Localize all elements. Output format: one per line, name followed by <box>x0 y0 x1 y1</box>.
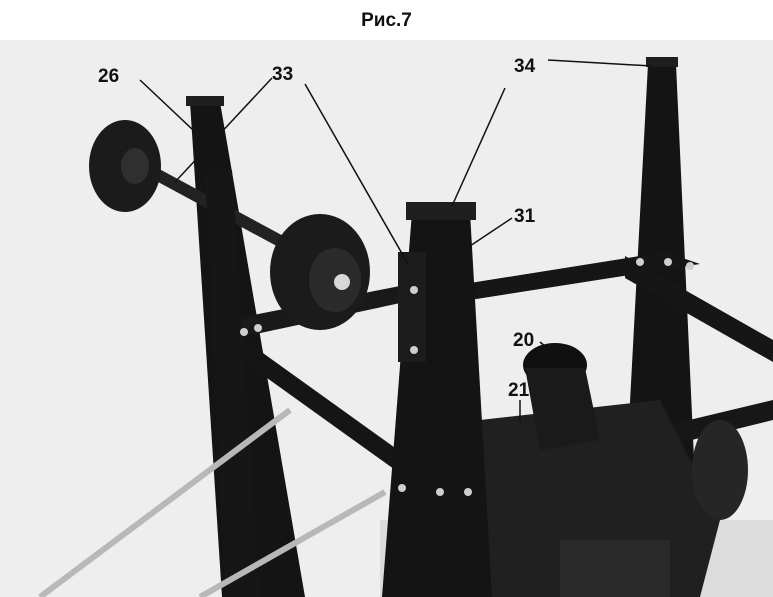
front-post-cap <box>406 202 476 220</box>
front-post-bracket <box>398 252 426 362</box>
leader-34-top <box>547 59 653 67</box>
left-wheel-hub <box>121 148 149 184</box>
frame-assembly-photo: 26 33 34 31 20 21 <box>0 40 773 597</box>
left-front-brace <box>205 170 260 597</box>
bolt <box>240 328 248 336</box>
right-wheel-hub <box>334 274 350 290</box>
bolt <box>464 488 472 496</box>
leader-26 <box>139 79 194 131</box>
bolt <box>410 286 418 294</box>
figure-caption: Рис.7 <box>361 10 412 31</box>
bolt <box>636 258 644 266</box>
left-side-rail <box>228 328 412 482</box>
bolt <box>398 484 406 492</box>
leader-33-b <box>304 83 409 265</box>
motor-fins <box>560 540 670 597</box>
label-33: 33 <box>272 64 293 85</box>
bolt <box>664 258 672 266</box>
bolt <box>254 324 262 332</box>
label-34: 34 <box>514 56 536 77</box>
bolt <box>686 262 694 270</box>
label-26: 26 <box>98 66 119 87</box>
label-21: 21 <box>508 380 530 401</box>
silver-rod-2 <box>198 489 387 597</box>
leader-20 <box>539 341 553 353</box>
duct-pipe <box>525 368 600 450</box>
rear-left-post-cap <box>186 96 224 106</box>
motor-endcap <box>692 420 748 520</box>
leader-34 <box>451 87 506 207</box>
leader-31 <box>469 217 513 247</box>
bolt <box>436 488 444 496</box>
label-20: 20 <box>513 330 534 351</box>
rear-right-post-cap <box>646 57 678 67</box>
label-31: 31 <box>514 206 536 227</box>
bolt <box>410 346 418 354</box>
silver-rod-1 <box>38 407 292 597</box>
leader-33-a <box>174 77 273 183</box>
right-side-rail <box>625 256 773 362</box>
